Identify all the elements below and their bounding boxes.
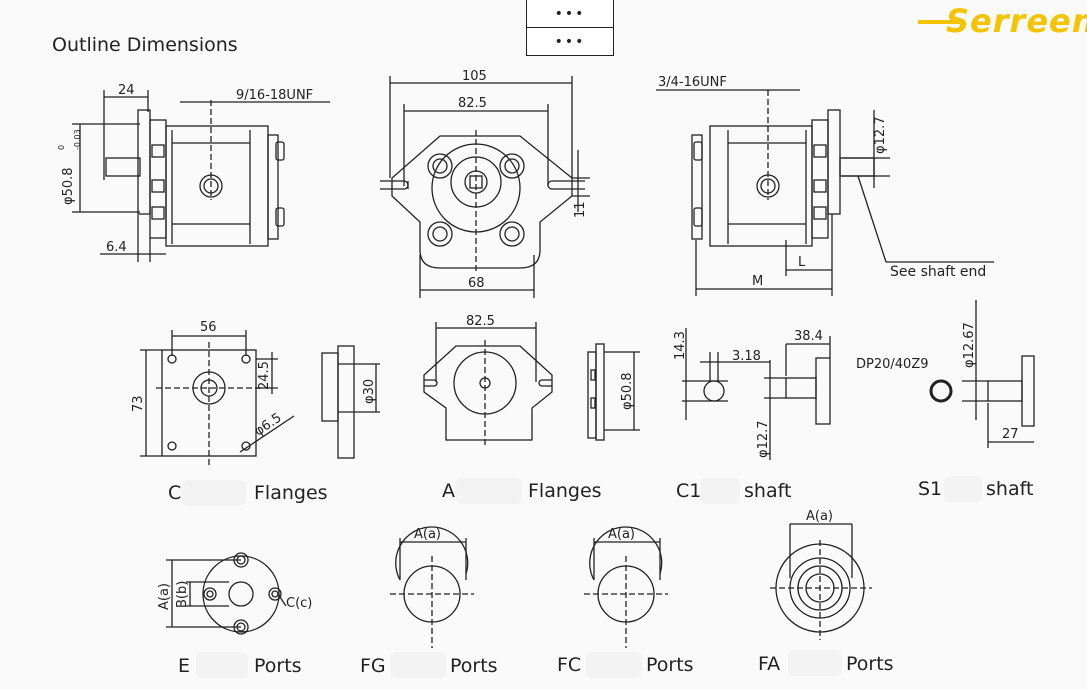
tol-lower: -0.03 — [73, 129, 82, 150]
fc-ports-view: A(a) — [584, 526, 668, 648]
dim-24-5: 24.5 — [257, 361, 272, 390]
dim-105: 105 — [462, 69, 487, 84]
menu-item-2[interactable]: ••• — [527, 27, 613, 55]
dim-11: 11 — [573, 201, 588, 218]
dim-M: M — [752, 274, 763, 289]
caption-code-a: A — [442, 480, 455, 502]
caption-blank — [182, 480, 246, 506]
tol-upper: 0 — [57, 145, 66, 150]
caption-code-s1: S1 — [918, 478, 943, 500]
dim-27: 27 — [1002, 427, 1019, 442]
s1-shaft-view: DP20/40Z9 φ12.67 27 — [856, 300, 1035, 448]
logo-bar — [918, 20, 960, 24]
dim-L: L — [798, 255, 806, 270]
caption-blank — [788, 650, 842, 676]
pump-right-view: 3/4-16UNF φ12.7 L M See shaft end — [656, 75, 994, 296]
fg-port-a: A(a) — [414, 527, 441, 542]
dim-14-3: 14.3 — [673, 331, 688, 360]
fa-port-a: A(a) — [806, 509, 833, 524]
caption-word-fg: Ports — [450, 655, 498, 677]
caption-blank — [196, 652, 248, 678]
e-port-c: C(c) — [286, 596, 312, 611]
caption-code-c: C — [168, 482, 182, 504]
c1-shaft-view: 14.3 3.18 38.4 φ12.7 — [673, 328, 831, 460]
caption-blank — [456, 478, 522, 504]
menu-item-1[interactable]: ••• — [554, 5, 586, 22]
dia-12-67: φ12.67 — [962, 322, 977, 368]
dia-50-8-flange: φ50.8 — [620, 372, 635, 410]
more-menu[interactable]: ••• ••• — [526, 0, 614, 56]
caption-blank — [586, 652, 642, 678]
pump-left-view: 24 9/16-18UNF φ50.8 0 -0.03 6.4 — [57, 83, 330, 262]
c-flange-view: 56 73 24.5 φ6.5 φ30 — [131, 320, 380, 466]
page-title: Outline Dimensions — [52, 34, 238, 56]
e-port-b: B(b) — [175, 581, 190, 608]
brand-logo: Serreen — [918, 2, 1087, 42]
caption-blank — [700, 478, 740, 504]
caption-word-fa: Ports — [846, 653, 894, 675]
pump-front-view: 105 82.5 68 11 — [380, 69, 590, 298]
thread-label-right: 3/4-16UNF — [658, 75, 727, 90]
logo-text: Serreen — [946, 2, 1087, 40]
dia-50-8: φ50.8 — [61, 167, 76, 205]
e-ports-view: A(a) B(b) C(c) — [157, 552, 312, 635]
dia-30: φ30 — [362, 379, 377, 404]
caption-code-fg: FG — [360, 655, 386, 677]
see-shaft-end-note: See shaft end — [890, 264, 986, 280]
dim-73: 73 — [131, 395, 146, 412]
caption-word-c1: shaft — [744, 480, 792, 502]
caption-word-a: Flanges — [528, 480, 602, 502]
caption-blank — [390, 652, 446, 678]
caption-code-c1: C1 — [676, 480, 702, 502]
dim-6-4: 6.4 — [106, 240, 127, 255]
caption-word-fc: Ports — [646, 654, 694, 676]
caption-word-c: Flanges — [254, 482, 328, 504]
dim-68: 68 — [468, 276, 485, 291]
caption-blank — [944, 476, 982, 502]
dia-12-7-c1: φ12.7 — [756, 420, 771, 458]
fa-ports-view: A(a) — [770, 509, 872, 640]
dim-56: 56 — [200, 320, 217, 335]
dim-82-5-flange: 82.5 — [466, 314, 495, 329]
fg-ports-view: A(a) — [390, 526, 474, 648]
shaft-right — [839, 157, 875, 177]
caption-code-fa: FA — [758, 653, 781, 675]
thread-label-left: 9/16-18UNF — [236, 88, 313, 103]
dia-6-5: φ6.5 — [252, 411, 285, 440]
caption-word-e: Ports — [254, 655, 302, 677]
fc-port-a: A(a) — [608, 527, 635, 542]
caption-code-e: E — [178, 655, 191, 677]
dia-12-7-top: φ12.7 — [873, 116, 888, 154]
e-port-a: A(a) — [157, 583, 172, 610]
caption-word-s1: shaft — [986, 478, 1034, 500]
dim-24: 24 — [118, 83, 135, 98]
shaft-left — [105, 157, 141, 177]
spline-label: DP20/40Z9 — [856, 357, 929, 372]
dim-82-5-front: 82.5 — [458, 96, 487, 111]
a-flange-view: 82.5 φ50.8 — [423, 314, 640, 448]
dim-3-18: 3.18 — [732, 349, 761, 364]
caption-code-fc: FC — [557, 654, 582, 676]
dim-38-4: 38.4 — [794, 329, 823, 344]
